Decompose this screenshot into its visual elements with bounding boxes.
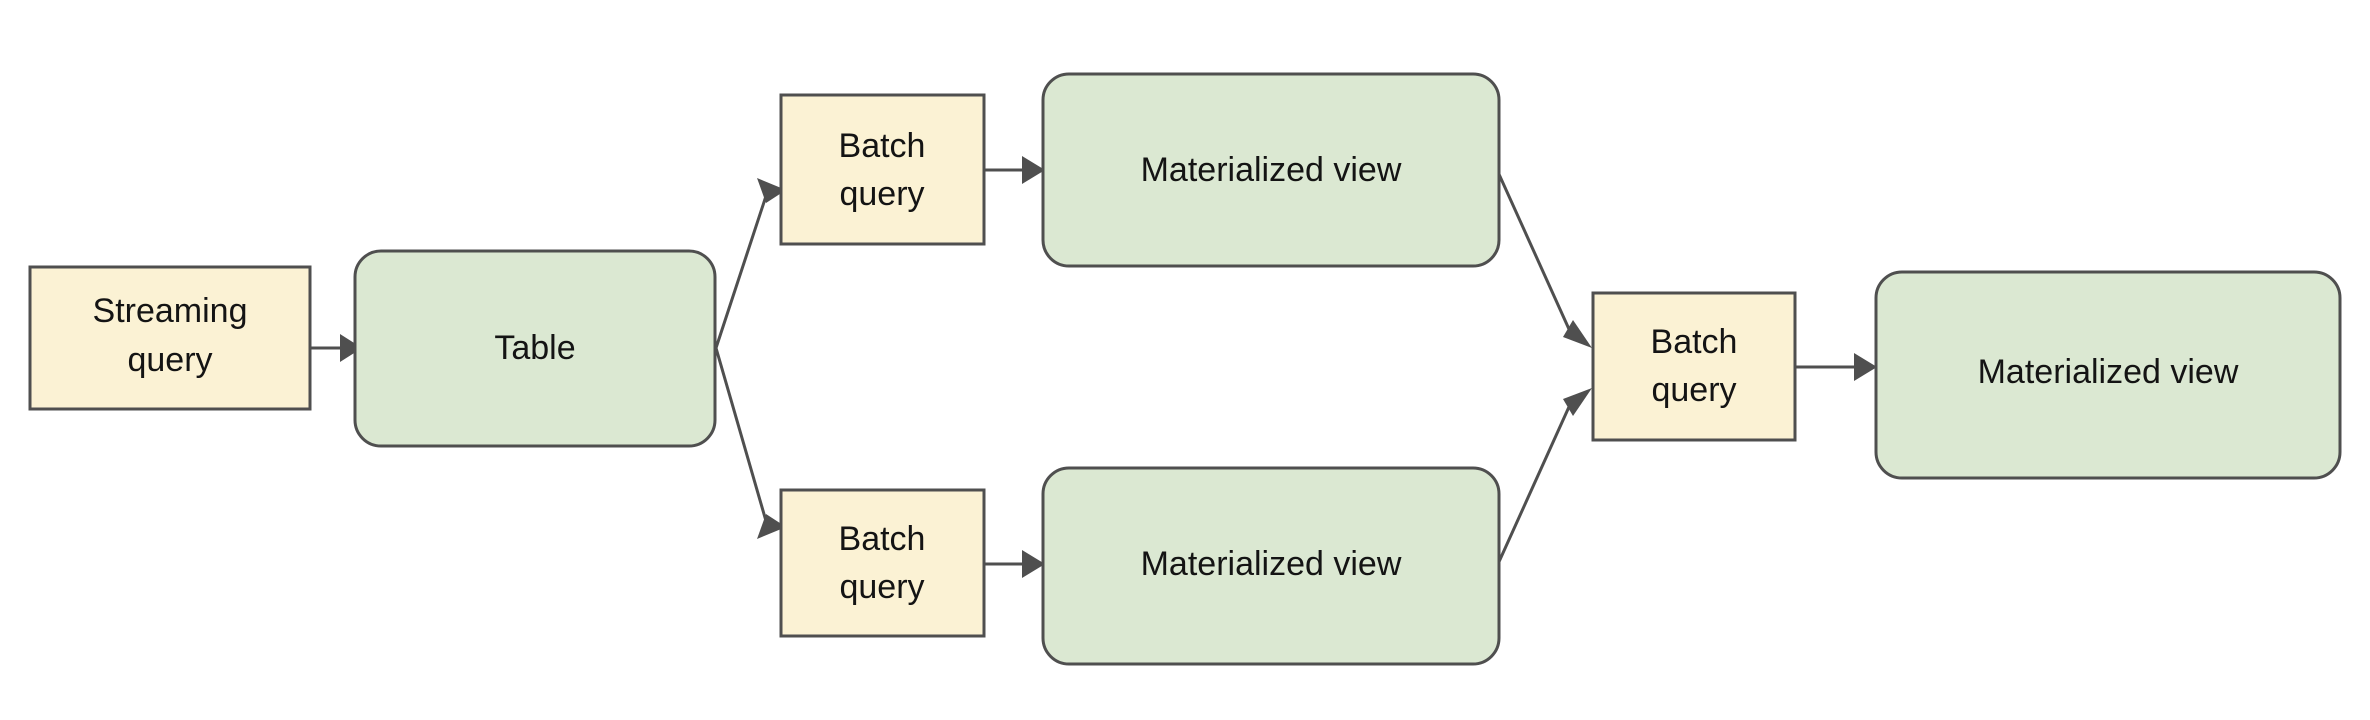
- edge-line: [1496, 397, 1575, 565]
- arrowhead-icon: [340, 334, 362, 362]
- node-batch-query-bottom[interactable]: Batch query: [779, 488, 986, 638]
- node-label-line: query: [1651, 371, 1736, 409]
- edge-line: [714, 347, 768, 522]
- edge-streaming-to-table: [311, 334, 362, 362]
- node-label-line: Batch: [839, 127, 926, 165]
- arrowhead-icon: [757, 178, 786, 203]
- node-shape-rectangle[interactable]: [779, 93, 986, 246]
- node-shape-rectangle[interactable]: [1591, 291, 1797, 442]
- node-streaming-query[interactable]: Streaming query: [28, 265, 312, 411]
- arrowhead-icon: [1563, 320, 1592, 348]
- node-batch-query-join[interactable]: Batch query: [1591, 291, 1797, 442]
- node-label-line: Materialized view: [1141, 151, 1402, 189]
- arrowhead-icon: [1022, 550, 1045, 578]
- node-label-line: query: [839, 568, 924, 606]
- node-label-line: Batch: [839, 520, 926, 558]
- node-shape-rounded-rectangle[interactable]: [1041, 72, 1501, 268]
- edge-batch-join-to-mv-final: [1796, 353, 1877, 381]
- node-batch-query-top[interactable]: Batch query: [779, 93, 986, 246]
- node-label-line: Batch: [1651, 323, 1738, 361]
- node-materialized-view-top[interactable]: Materialized view: [1041, 72, 1501, 268]
- edge-mv-top-to-batch-join: [1496, 171, 1592, 348]
- node-shape-rectangle[interactable]: [779, 488, 986, 638]
- node-shape-rounded-rectangle[interactable]: [1041, 466, 1501, 666]
- node-shape-rounded-rectangle[interactable]: [1874, 270, 2342, 480]
- node-label-line: Materialized view: [1978, 353, 2239, 391]
- arrowhead-icon: [1022, 156, 1045, 184]
- edge-table-to-batch-top: [714, 178, 786, 349]
- node-label-line: Table: [494, 329, 575, 367]
- node-materialized-view-bottom[interactable]: Materialized view: [1041, 466, 1501, 666]
- node-table[interactable]: Table: [353, 249, 717, 448]
- node-label-line: query: [127, 341, 212, 379]
- edge-batch-top-to-mv-top: [985, 156, 1045, 184]
- edge-mv-bottom-to-batch-join: [1496, 388, 1592, 565]
- arrowhead-icon: [757, 514, 786, 539]
- edge-batch-bottom-to-mv-bottom: [985, 550, 1045, 578]
- node-materialized-view-final[interactable]: Materialized view: [1874, 270, 2342, 480]
- node-label-line: Streaming: [93, 292, 248, 330]
- node-label-line: Materialized view: [1141, 545, 1402, 583]
- arrowhead-icon: [1563, 388, 1592, 416]
- edge-line: [1496, 171, 1575, 339]
- node-label-line: query: [839, 175, 924, 213]
- edge-line: [714, 195, 768, 349]
- node-shape-rectangle[interactable]: [28, 265, 312, 411]
- node-shape-rounded-rectangle[interactable]: [353, 249, 717, 448]
- arrowhead-icon: [1854, 353, 1877, 381]
- edge-table-to-batch-bottom: [714, 347, 786, 539]
